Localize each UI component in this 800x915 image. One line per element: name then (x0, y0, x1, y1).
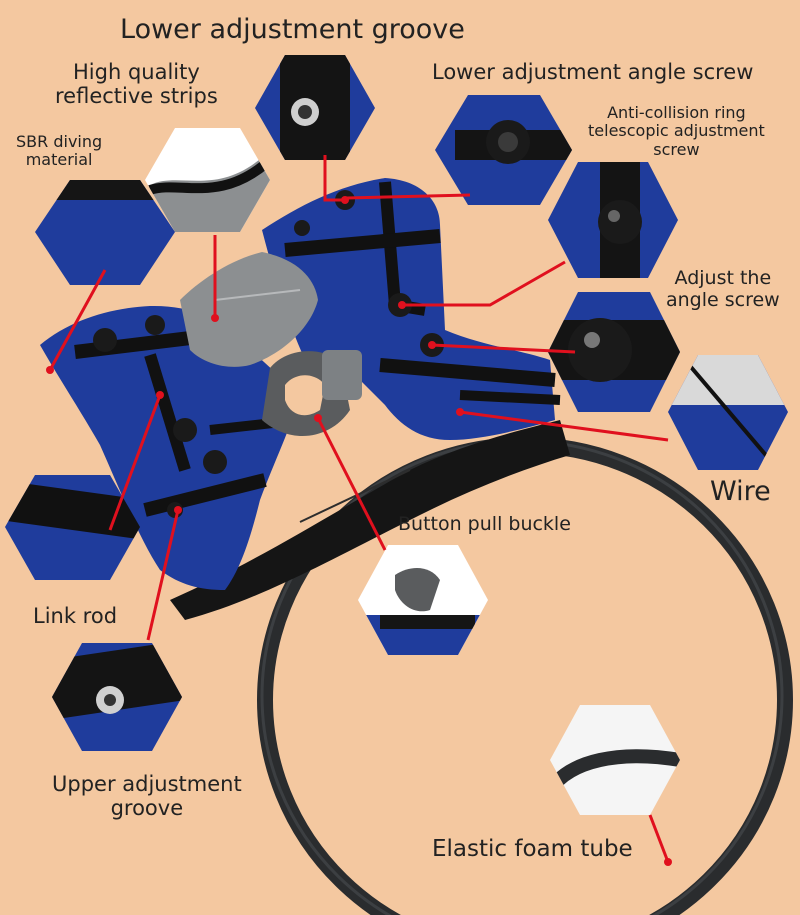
detail-inset-adjust-angle-screw (548, 292, 680, 412)
label-anti-collision-ring: Anti-collision ring telescopic adjustmen… (588, 103, 765, 159)
label-elastic-foam-tube: Elastic foam tube (432, 836, 633, 862)
label-upper-adjustment-groove: Upper adjustment groove (52, 772, 242, 820)
leader-lines (48, 155, 670, 863)
detail-inset-anti-collision-ring (548, 162, 678, 278)
label-line: High quality (73, 60, 200, 84)
label-reflective-strips: High quality reflective strips (55, 60, 218, 108)
leader-dots (46, 196, 672, 866)
detail-inset-elastic-foam-tube (550, 705, 680, 815)
label-text: Elastic foam tube (432, 836, 633, 862)
label-line: material (25, 150, 93, 170)
label-link-rod: Link rod (33, 604, 117, 628)
label-text: Button pull buckle (398, 513, 571, 535)
label-line: groove (110, 796, 184, 821)
label-lower-adjustment-angle-screw: Lower adjustment angle screw (432, 60, 753, 84)
label-line: angle screw (666, 288, 780, 311)
label-text: Link rod (33, 604, 118, 628)
label-lower-adjustment-groove: Lower adjustment groove (120, 14, 465, 45)
detail-inset-lower-angle-screw (435, 95, 572, 205)
detail-inset-link-rod (5, 475, 140, 580)
label-text: Lower adjustment groove (120, 14, 465, 45)
button-pull-buckle-illustration (262, 350, 362, 437)
detail-inset-wire (668, 355, 788, 470)
label-text: Lower adjustment angle screw (432, 60, 754, 84)
reflective-strip-illustration (180, 252, 318, 367)
label-adjust-angle-screw: Adjust the angle screw (666, 267, 780, 312)
label-line: Adjust the (674, 267, 772, 289)
detail-inset-upper-adjustment-groove (52, 643, 182, 751)
label-text: Wire (710, 476, 771, 507)
detail-inset-reflective-strips (145, 128, 270, 232)
label-line: Anti-collision ring (607, 103, 746, 122)
detail-inset-lower-adjustment-groove (255, 55, 375, 160)
left-brace-cuff (40, 305, 301, 590)
detail-inset-button-pull-buckle (358, 545, 488, 655)
knob-screws (93, 190, 444, 518)
label-line: Upper adjustment (52, 772, 242, 796)
label-line: SBR diving (16, 132, 103, 151)
label-line: screw (653, 139, 700, 159)
label-line: telescopic adjustment (588, 121, 765, 141)
label-wire: Wire (710, 476, 771, 507)
label-button-pull-buckle: Button pull buckle (398, 513, 571, 536)
label-sbr-diving-material: SBR diving material (16, 132, 103, 170)
label-line: reflective strips (55, 84, 218, 109)
